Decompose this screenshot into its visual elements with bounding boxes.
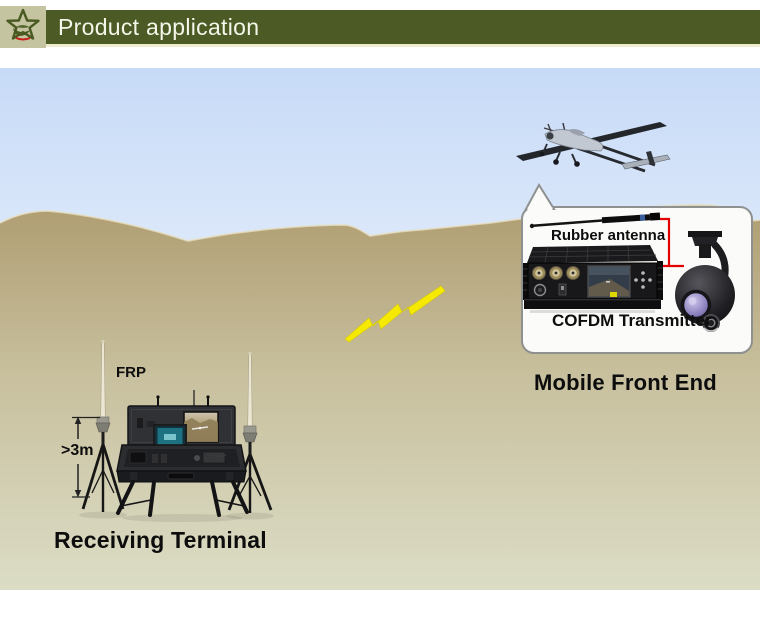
- uav-drone-illustration: [516, 122, 671, 173]
- cofdm-transmitter-illustration: [523, 245, 663, 313]
- header-separator-line: [0, 44, 760, 47]
- tripod-left: [81, 443, 125, 512]
- star-logo-icon: [6, 8, 40, 41]
- height-label: >3m: [61, 442, 94, 459]
- rubber-antenna-label: Rubber antenna: [551, 227, 666, 244]
- receiving-terminal-label: Receiving Terminal: [54, 527, 267, 553]
- page-title: Product application: [58, 13, 260, 40]
- receiving-terminal-illustration: [72, 339, 274, 522]
- section-header-bar: Product application: [46, 10, 760, 44]
- rubber-antenna-illustration: [529, 212, 661, 229]
- cofdm-transmitter-label: COFDM Transmitter: [552, 311, 712, 330]
- scene-illustration: [0, 68, 760, 590]
- gimbal-camera-illustration: [675, 231, 735, 332]
- frp-label: FRP: [116, 364, 146, 381]
- signal-lightning-icon: [344, 285, 446, 343]
- frp-antenna-right: [242, 351, 258, 454]
- brand-logo: [0, 6, 46, 48]
- ground-station-console-illustration: [116, 390, 249, 517]
- height-dimension-line: [72, 416, 100, 498]
- mobile-front-end-label: Mobile Front End: [534, 370, 717, 395]
- mobile-front-end-callout: [521, 183, 753, 354]
- application-scene: Rubber antenna COFDM Transmitter Mobile …: [0, 68, 760, 590]
- frp-antenna-left: [95, 339, 111, 444]
